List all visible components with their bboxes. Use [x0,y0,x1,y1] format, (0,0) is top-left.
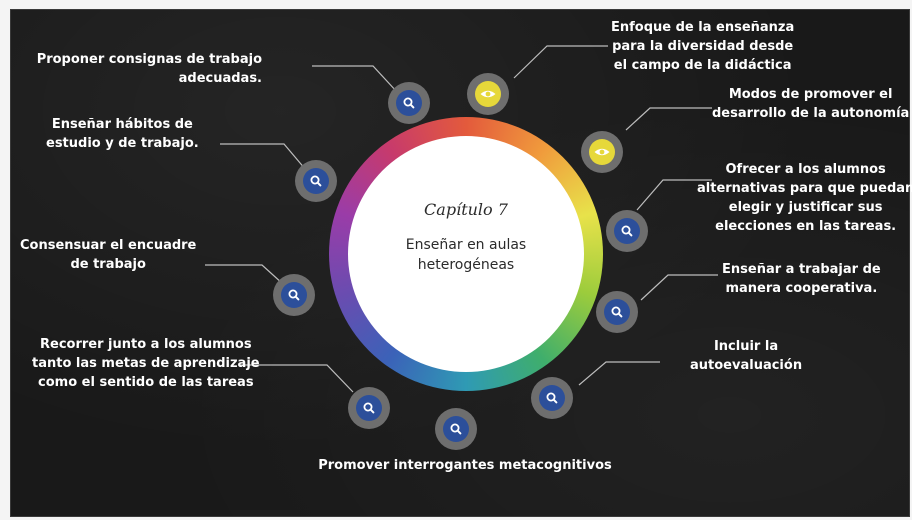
connector-modos [625,107,712,131]
center-title: Enseñar en aulas heterogéneas [405,237,527,273]
node-recorrer[interactable] [348,387,390,429]
search-icon [288,289,300,301]
label-proponer: Proponer consignas de trabajo adecuadas. [36,52,262,86]
label-encuadre: Consensuar el encuadre de trabajo [20,238,197,272]
search-icon [310,175,322,187]
connector-ofrecer [636,179,712,211]
label-enfoque: Enfoque de la enseñanza para la diversid… [611,20,795,73]
connector-cooperativa [640,274,718,301]
eye-icon [594,148,610,156]
node-encuadre[interactable] [273,274,315,316]
search-icon [611,306,623,318]
label-cooperativa: Enseñar a trabajar de manera cooperativa… [722,262,881,296]
search-icon [363,402,375,414]
node-autoevaluacion[interactable] [531,377,573,419]
label-ofrecer: Ofrecer a los alumnos alternativas para … [697,162,912,234]
node-metacognitivos[interactable] [435,408,477,450]
node-habitos[interactable] [295,160,337,202]
label-modos: Modos de promover el desarrollo de la au… [712,87,910,121]
chapter-title: Capítulo 7 [424,200,508,219]
connector-proponer [312,65,398,93]
node-proponer[interactable] [388,82,430,124]
node-enfoque[interactable] [467,73,509,115]
label-habitos: Enseñar hábitos de estudio y de trabajo. [46,117,199,151]
connector-autoevaluacion [578,361,660,386]
label-recorrer: Recorrer junto a los alumnos tanto las m… [32,337,260,390]
node-ofrecer[interactable] [606,210,648,252]
connector-encuadre [205,264,284,285]
search-icon [450,423,462,435]
node-modos[interactable] [581,131,623,173]
connector-enfoque [513,45,608,79]
label-autoevaluacion: Incluir la autoevaluación [690,339,803,373]
center-disc [348,136,584,372]
connector-recorrer [240,364,354,393]
search-icon [546,392,558,404]
label-metacognitivos: Promover interrogantes metacognitivos [318,458,612,473]
connector-habitos [220,143,307,171]
search-icon [403,97,415,109]
node-cooperativa[interactable] [596,291,638,333]
eye-icon [480,90,496,98]
search-icon [621,225,633,237]
